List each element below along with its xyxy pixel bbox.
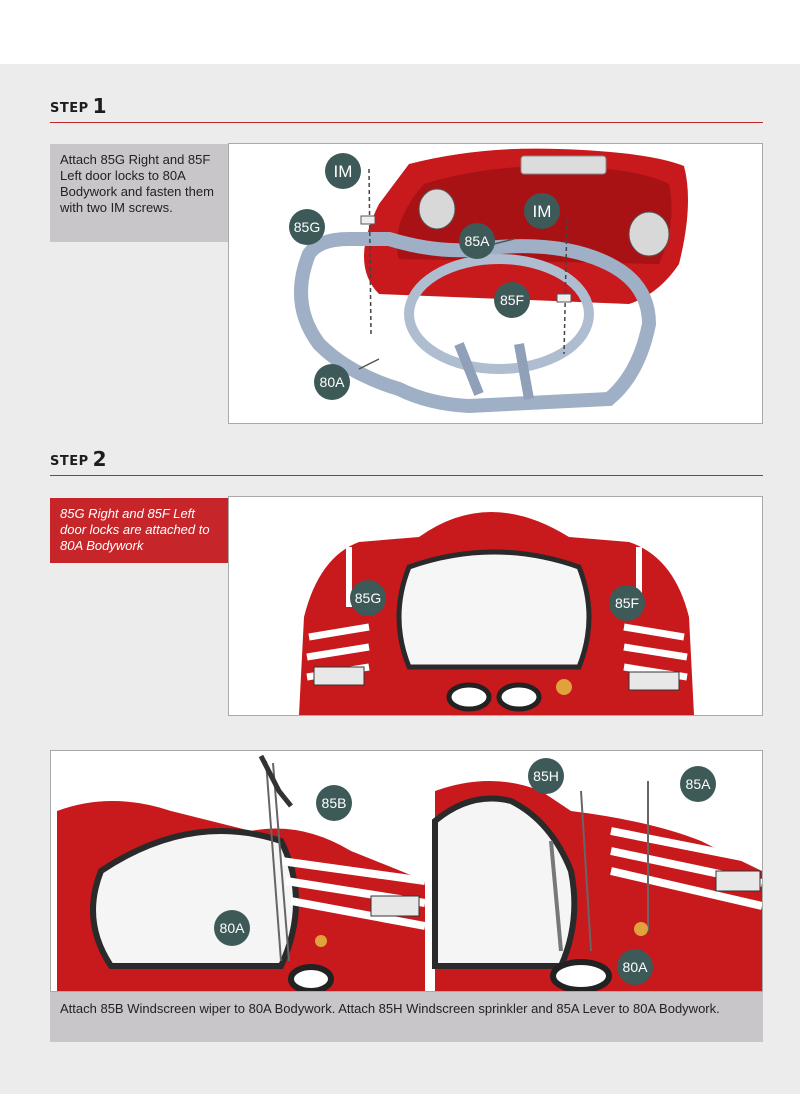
- step-word: STEP: [50, 101, 89, 116]
- top-band: [0, 0, 800, 64]
- sponsor-decal-right: [628, 671, 680, 691]
- rear-grille: [520, 155, 607, 175]
- sprinkler-85h: [580, 790, 592, 952]
- label-80a: 80A: [617, 949, 653, 985]
- step-word: STEP: [50, 454, 89, 469]
- frame: [294, 232, 657, 414]
- step-number: 2: [92, 447, 108, 471]
- fuel-cap: [556, 679, 572, 695]
- step-number: 1: [92, 94, 108, 118]
- windscreen: [396, 549, 592, 670]
- svg-text:85G: 85G: [294, 219, 320, 235]
- svg-text:85A: 85A: [465, 233, 491, 249]
- label-im-2: IM: [524, 193, 560, 229]
- svg-text:85F: 85F: [500, 292, 524, 308]
- label-85f: 85F: [494, 282, 530, 318]
- sprinkler-view: 85H 85A 80A: [432, 751, 762, 991]
- step-1-instruction: Attach 85G Right and 85F Left door locks…: [50, 144, 228, 242]
- door-lock-85f: [556, 293, 572, 303]
- label-85a: 85A: [459, 223, 495, 259]
- svg-text:IM: IM: [334, 162, 353, 181]
- label-85h: 85H: [528, 758, 564, 794]
- wiper-85b: [265, 760, 282, 962]
- svg-text:IM: IM: [533, 202, 552, 221]
- label-80a: 80A: [214, 910, 250, 946]
- svg-text:85H: 85H: [533, 768, 559, 784]
- label-85f: 85F: [609, 585, 645, 621]
- right-headlight: [628, 211, 670, 257]
- step-3-illustration: 85B 80A 85H 85A 80A: [50, 750, 763, 992]
- door-lock-85g: [360, 215, 376, 225]
- svg-text:85F: 85F: [615, 595, 639, 611]
- svg-text:85G: 85G: [355, 590, 381, 606]
- svg-text:80A: 80A: [320, 374, 346, 390]
- step-2-note: 85G Right and 85F Left door locks are at…: [50, 498, 228, 563]
- label-85a: 85A: [680, 766, 716, 802]
- label-80a: 80A: [314, 364, 350, 400]
- label-85g: 85G: [289, 209, 325, 245]
- step-3-caption: Attach 85B Windscreen wiper to 80A Bodyw…: [50, 992, 763, 1042]
- label-85b: 85B: [316, 785, 352, 821]
- svg-text:85B: 85B: [322, 795, 347, 811]
- label-im-1: IM: [325, 153, 361, 189]
- step-2-illustration: 85G 85F: [228, 496, 763, 716]
- sponsor-decal-left: [313, 666, 365, 686]
- left-headlight: [418, 188, 456, 230]
- svg-text:80A: 80A: [623, 959, 649, 975]
- label-85g: 85G: [350, 580, 386, 616]
- step-1-illustration: IM 85G IM 85A 85F 80A: [228, 143, 763, 424]
- svg-text:80A: 80A: [220, 920, 246, 936]
- wiper-view: 85B 80A: [57, 751, 426, 991]
- svg-text:85A: 85A: [686, 776, 712, 792]
